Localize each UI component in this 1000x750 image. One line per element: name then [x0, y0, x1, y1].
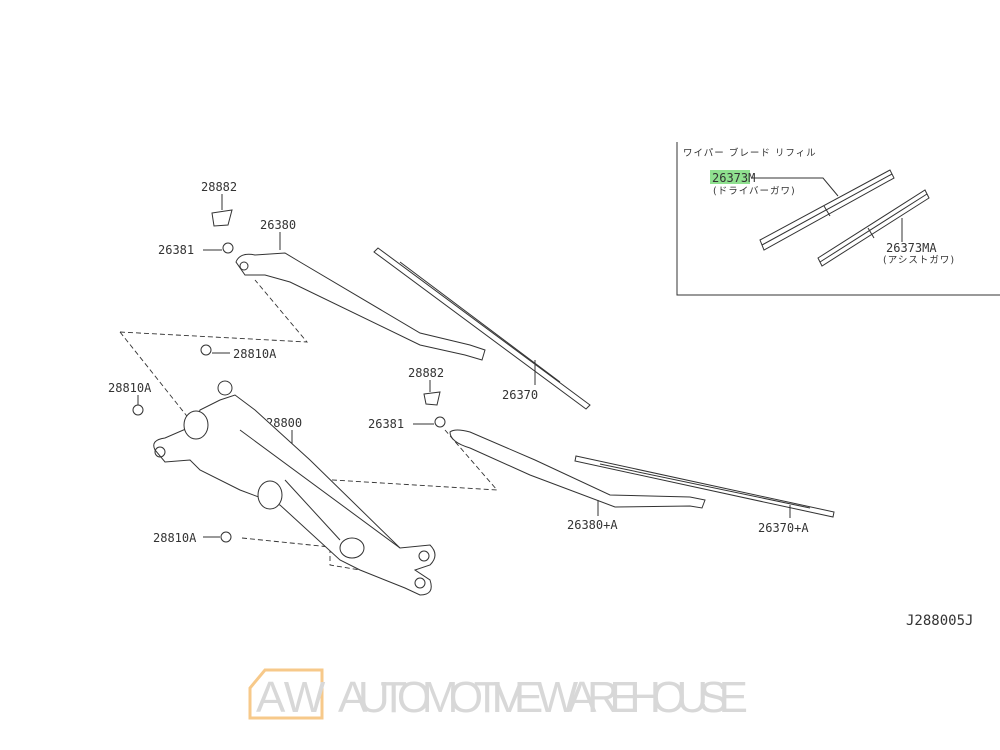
bolt-28810A-1	[200, 344, 212, 356]
dashed-guide	[119, 279, 309, 343]
cap-28882-mid	[423, 391, 441, 406]
bolt-28810A-2	[132, 404, 144, 416]
part-label-26373M[interactable]: 26373M	[712, 171, 755, 185]
wiper-arm-26380A	[449, 429, 706, 509]
nut-26381-mid	[434, 416, 446, 428]
part-label-28882-top[interactable]: 28882	[201, 180, 237, 194]
dashed-guide	[329, 548, 361, 571]
refill-driver-side	[759, 169, 895, 251]
part-note-assist: (アシストガワ)	[883, 255, 955, 266]
part-label-26373MA[interactable]: 26373MA	[886, 241, 937, 255]
part-label-26381-mid[interactable]: 26381	[368, 417, 404, 431]
dashed-guide	[119, 331, 191, 421]
wiper-blade-26370A	[574, 455, 835, 518]
diagram-code: J288005J	[906, 613, 973, 629]
wiper-blade-26370	[373, 247, 591, 410]
refill-assist-side	[817, 189, 930, 267]
part-label-28810A-3[interactable]: 28810A	[153, 531, 197, 545]
dashed-guide	[241, 537, 341, 549]
watermark-logo-frame	[248, 668, 324, 720]
part-note-driver: (ドライバーガワ)	[713, 186, 796, 197]
wiper-arm-26380	[235, 252, 486, 361]
part-label-28810A-1[interactable]: 28810A	[233, 347, 277, 361]
part-label-26370A[interactable]: 26370+A	[758, 521, 809, 535]
part-label-28810A-2[interactable]: 28810A	[108, 381, 152, 395]
wiper-linkage-motor-28800	[153, 380, 436, 596]
nut-26381-top	[222, 242, 234, 254]
part-label-26370[interactable]: 26370	[502, 388, 538, 402]
part-label-26381-top[interactable]: 26381	[158, 243, 194, 257]
bolt-28810A-3	[220, 531, 232, 543]
cap-28882-top	[211, 209, 233, 227]
dashed-guide	[299, 429, 499, 491]
part-label-28882-mid[interactable]: 28882	[408, 366, 444, 380]
inset-frame	[676, 142, 1000, 296]
watermark-text: AUTOMOTIVE WAREHOUSE	[338, 673, 748, 722]
highlight-26373M	[710, 170, 750, 184]
part-label-26380A[interactable]: 26380+A	[567, 518, 618, 532]
part-label-28800[interactable]: 28800	[266, 416, 302, 430]
inset-title: ワイパー ブレード リフィル	[683, 147, 817, 159]
part-label-26380[interactable]: 26380	[260, 218, 296, 232]
watermark-logo: AW	[256, 673, 326, 722]
leader-line	[752, 177, 839, 197]
